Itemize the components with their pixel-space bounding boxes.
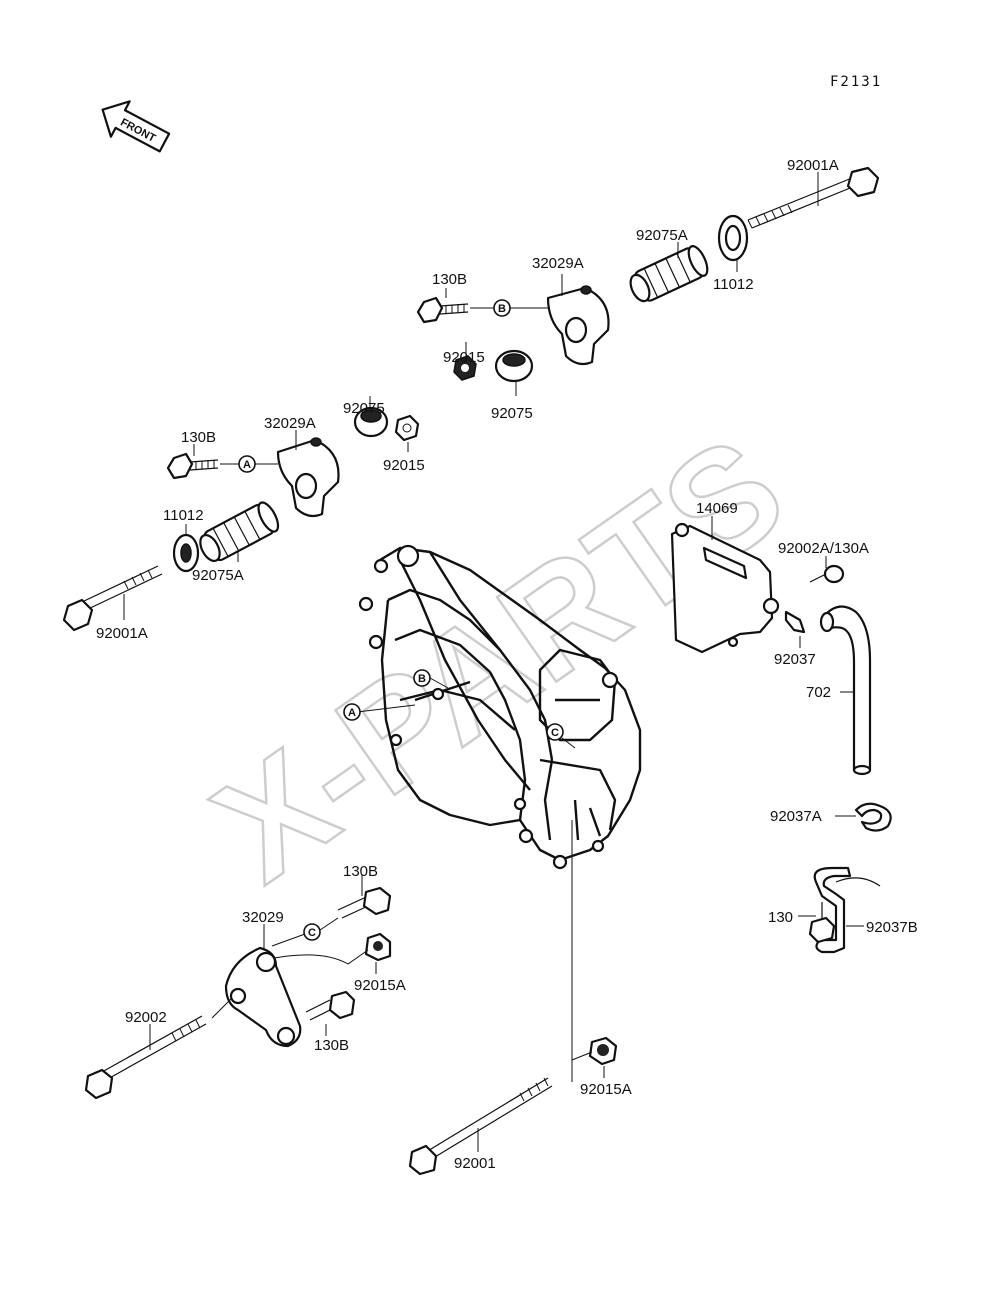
svg-text:C: C xyxy=(308,927,316,939)
label-92037: 92037 xyxy=(774,651,816,668)
label-92075-top: 92075 xyxy=(491,405,533,422)
label-32029: 32029 xyxy=(242,909,284,926)
bolt-130b-low1 xyxy=(337,886,392,919)
marker-a-mid: A xyxy=(238,455,256,473)
diagram-code: F2131 xyxy=(830,74,882,90)
clamp-92037b xyxy=(813,866,881,954)
label-130: 130 xyxy=(768,909,793,926)
svg-text:A: A xyxy=(243,459,251,471)
label-32029a-top: 32029A xyxy=(532,255,584,272)
nut-92015a-low xyxy=(364,932,392,962)
bolt-92002 xyxy=(84,1015,207,1100)
marker-a-frame: A xyxy=(343,703,361,721)
marker-b-top: B xyxy=(493,299,511,317)
nut-92015a-bottom xyxy=(588,1036,618,1066)
label-92075a-left: 92075A xyxy=(192,567,244,584)
ring-11012-top xyxy=(717,214,749,262)
damper-92075a-left xyxy=(199,501,280,563)
label-11012-top: 11012 xyxy=(713,276,754,293)
label-92015a-bottom: 92015A xyxy=(580,1081,632,1098)
bolt-92001a-top xyxy=(747,166,880,229)
nut-92015-top xyxy=(453,355,477,381)
label-92001: 92001 xyxy=(454,1155,496,1172)
svg-text:A: A xyxy=(348,707,356,719)
svg-text:C: C xyxy=(551,727,559,739)
label-11012-left: 11012 xyxy=(163,507,204,524)
bolt-130 xyxy=(808,902,836,944)
ring-11012-left xyxy=(172,533,200,573)
clamp-92037a xyxy=(854,802,892,832)
label-92037b: 92037B xyxy=(866,919,918,936)
label-32029a-mid: 32029A xyxy=(264,415,316,432)
collar-92075-top xyxy=(494,349,534,383)
label-92001a-left: 92001A xyxy=(96,625,148,642)
damper-92075a-top xyxy=(629,245,709,303)
label-130b-low2: 130B xyxy=(314,1037,349,1054)
watermark-text: X-PARTS xyxy=(186,404,813,913)
label-702: 702 xyxy=(806,684,831,701)
clip-92037 xyxy=(784,610,806,634)
bolt-130b-mid xyxy=(166,452,219,480)
label-92002a-130a: 92002A/130A xyxy=(778,540,869,557)
watermark: X-PARTS xyxy=(184,403,813,914)
label-92002: 92002 xyxy=(125,1009,167,1026)
label-92015-mid: 92015 xyxy=(383,457,425,474)
label-92075-mid: 92075 xyxy=(343,400,385,417)
bracket-32029a-top xyxy=(546,285,610,366)
marker-c-frame: C xyxy=(546,723,564,741)
nut-92015-mid xyxy=(394,414,420,442)
hose-702 xyxy=(819,605,872,776)
bolt-92001 xyxy=(408,1077,553,1176)
collar-92075-mid xyxy=(353,406,389,438)
label-92001a-top: 92001A xyxy=(787,157,839,174)
label-92015-top: 92015 xyxy=(443,349,485,366)
motorcycle-frame xyxy=(358,544,642,870)
marker-c-low: C xyxy=(303,923,321,941)
bolt-130b-top xyxy=(416,296,469,324)
label-92015a-low: 92015A xyxy=(354,977,406,994)
label-130b-mid: 130B xyxy=(181,429,216,446)
bolt-130b-low2 xyxy=(305,990,356,1021)
marker-b-frame: B xyxy=(413,669,431,687)
label-130b-low1: 130B xyxy=(343,863,378,880)
label-92075a-top: 92075A xyxy=(636,227,688,244)
label-130b-top: 130B xyxy=(432,271,467,288)
reservoir-tank-14069 xyxy=(670,522,780,654)
label-92037a: 92037A xyxy=(770,808,822,825)
label-14069: 14069 xyxy=(696,500,738,517)
bracket-32029 xyxy=(224,946,302,1048)
bracket-32029a-mid xyxy=(276,437,340,518)
screw-92002a-130a xyxy=(809,564,845,584)
bolt-92001a-left xyxy=(62,565,163,632)
svg-text:B: B xyxy=(498,303,506,315)
svg-text:B: B xyxy=(418,673,426,685)
front-arrow-icon: FRONT xyxy=(101,100,171,153)
